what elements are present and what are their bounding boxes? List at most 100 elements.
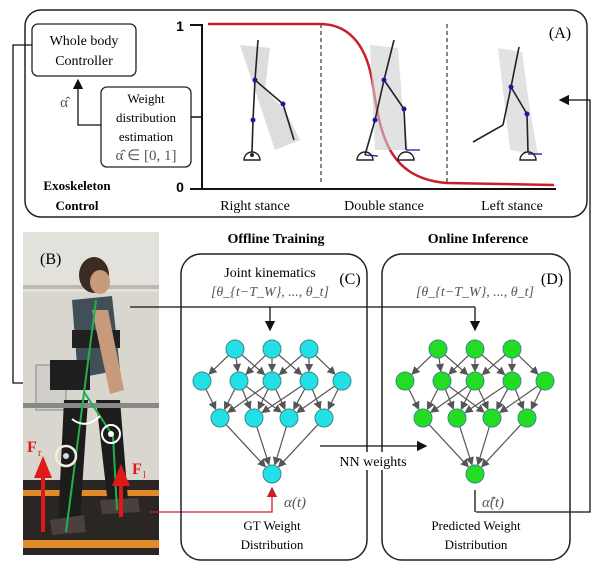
nn-edge (408, 388, 420, 411)
nn-edge (481, 354, 506, 376)
nn-node (210, 408, 230, 428)
online-inference-header: Online Inference (428, 232, 528, 247)
panel-d-frame (381, 253, 571, 561)
nn-edge (227, 385, 266, 413)
gt-weight-line1: GT Weight (243, 518, 301, 533)
stick-figure-double-stance (356, 39, 420, 161)
panel-b-label: (B) (40, 251, 61, 268)
panel-c-label: (C) (339, 271, 360, 288)
force-left-leg-label: F (132, 461, 142, 478)
force-right-leg-label: F (27, 439, 37, 456)
nn-edge (245, 354, 266, 375)
nn-edge (478, 388, 489, 411)
nn-node (279, 408, 299, 428)
estimation-text-2: distribution (116, 110, 176, 125)
nn-weights-label: NN weights (339, 455, 406, 470)
alpha-hat-label: α̂ (60, 95, 71, 111)
nn-weights-bg (332, 452, 414, 470)
phase-label-double-stance: Double stance (344, 199, 424, 214)
nn-node (502, 371, 522, 391)
y-axis-bracket (190, 24, 203, 190)
offline-training-header: Offline Training (227, 232, 324, 247)
nn-edge (241, 354, 266, 376)
panel-b-photo (23, 232, 159, 555)
nn-edge (480, 424, 522, 468)
panel-a-label: (A) (549, 25, 571, 42)
controller-text-1: Whole body (50, 34, 119, 49)
nn-edge (208, 354, 229, 375)
nn-edge (430, 385, 469, 413)
nn-node (262, 371, 282, 391)
estimation-range: α̂ ∈ [0, 1] (116, 148, 177, 164)
predicted-weight-line2: Distribution (445, 537, 508, 552)
y-axis-top-label: 1 (176, 18, 184, 34)
nn-edge (277, 424, 319, 468)
nn-node (395, 371, 415, 391)
exo-title-1: Exoskeleton (43, 178, 111, 193)
estimation-text-3: estimation (119, 129, 174, 144)
nn-node (314, 408, 334, 428)
nn-edge (448, 385, 485, 413)
controller-to-exo-arrow (12, 44, 34, 389)
neural-net-c (192, 339, 352, 484)
nn-edge (205, 388, 217, 411)
nn-node (225, 339, 245, 359)
stick-figure-right-stance (240, 39, 300, 161)
nn-edge (256, 426, 271, 466)
nn-edge (530, 388, 542, 411)
nn-edge (261, 385, 302, 414)
nn-edge (518, 354, 539, 375)
gt-alpha-arrow (150, 486, 278, 513)
nn-edge (278, 354, 303, 376)
nn-node (447, 408, 467, 428)
nn-edge (464, 385, 505, 414)
nn-edge (245, 385, 282, 413)
nn-node (299, 339, 319, 359)
nn-edge (232, 357, 242, 373)
controller-text-2: Controller (55, 54, 113, 69)
joint-kinematics-title: Joint kinematics (224, 266, 315, 281)
nn-edge (411, 354, 432, 375)
nn-node (299, 371, 319, 391)
panel-a-frame (24, 9, 588, 218)
nn-node (262, 339, 282, 359)
nn-edge (475, 426, 490, 466)
alpha-hat-t-label: α̂(t) (482, 495, 504, 511)
gt-weight-line2: Distribution (241, 537, 304, 552)
nn-edge (293, 388, 306, 411)
panel-c-input-vector: [θ_{t−T_W}, ..., θ_t] (211, 285, 329, 300)
predicted-weight-line1: Predicted Weight (431, 518, 521, 533)
nn-node (465, 339, 485, 359)
nn-node (413, 408, 433, 428)
nn-node (332, 371, 352, 391)
nn-node (517, 408, 537, 428)
controller-box (31, 23, 137, 77)
nn-node (192, 371, 212, 391)
nn-node (502, 339, 522, 359)
nn-output-node (465, 464, 485, 484)
nn-edge (428, 424, 470, 468)
nn-node (465, 371, 485, 391)
force-right-leg-sub: r (38, 448, 42, 459)
estimation-text-1: Weight (127, 91, 165, 106)
phase-label-left-stance: Left stance (481, 199, 543, 214)
nn-output-node (262, 464, 282, 484)
stick-figure-left-stance (472, 46, 542, 161)
nn-edge (275, 388, 286, 411)
neural-net-d (395, 339, 555, 484)
nn-edge (272, 426, 287, 466)
nn-edge (296, 385, 335, 413)
nn-edge (315, 354, 336, 375)
estimation-box (100, 86, 192, 168)
nn-edge (225, 424, 267, 468)
alpha-hat-arrow (72, 78, 101, 126)
nn-node (535, 371, 555, 391)
phase-label-right-stance: Right stance (220, 199, 290, 214)
nn-edge (448, 354, 469, 375)
nn-node (432, 371, 452, 391)
nn-edge (496, 388, 509, 411)
nn-edge (459, 426, 474, 466)
prediction-feedback-arrow (476, 94, 591, 513)
nn-node (229, 371, 249, 391)
